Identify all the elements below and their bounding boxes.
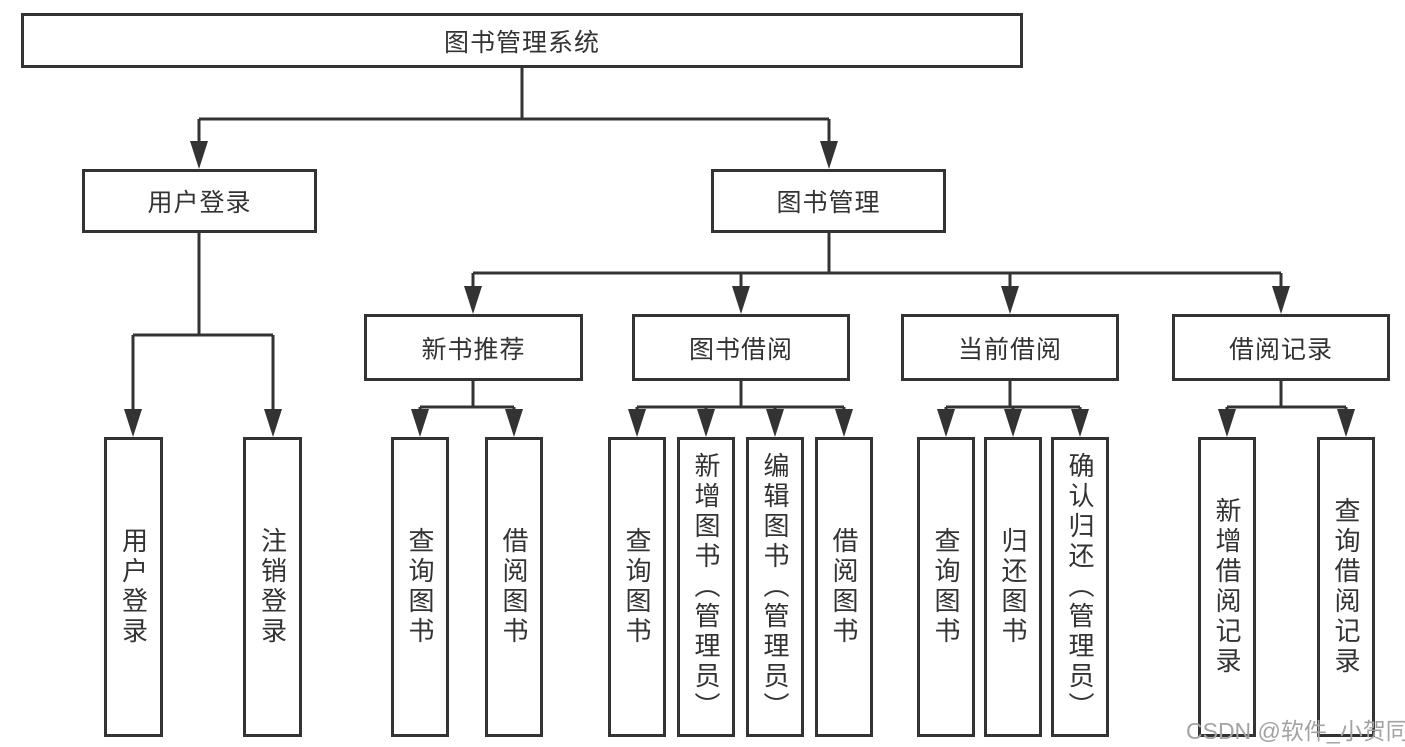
node-user-login-leaf: 用户登录 <box>104 437 163 737</box>
node-user-login: 用户登录 <box>82 169 317 233</box>
node-query-borrow-record: 查询借阅记录 <box>1317 437 1375 737</box>
node-borrow-records: 借阅记录 <box>1172 314 1390 381</box>
node-new-book-recommend: 新书推荐 <box>364 314 583 381</box>
node-query-books-recommend: 查询图书 <box>391 437 449 737</box>
node-book-borrow: 图书借阅 <box>632 314 850 381</box>
node-query-books-borrow: 查询图书 <box>608 437 666 737</box>
node-logout-leaf: 注销登录 <box>243 437 302 737</box>
node-edit-book-admin: 编辑图书（管理员） <box>746 437 804 737</box>
watermark-text: CSDN @软件_小贺同学 <box>1186 718 1405 744</box>
arrowheads <box>124 141 1355 437</box>
node-borrow-books-leaf: 借阅图书 <box>815 437 873 737</box>
node-current-borrow: 当前借阅 <box>901 314 1119 381</box>
node-add-book-admin: 新增图书（管理员） <box>677 437 735 737</box>
node-root: 图书管理系统 <box>21 13 1023 68</box>
node-book-management: 图书管理 <box>711 169 946 233</box>
node-confirm-return-admin: 确认归还（管理员） <box>1051 437 1109 737</box>
node-return-book: 归还图书 <box>984 437 1042 737</box>
node-add-borrow-record: 新增借阅记录 <box>1198 437 1256 737</box>
node-query-books-current: 查询图书 <box>917 437 975 737</box>
node-borrow-books-recommend: 借阅图书 <box>485 437 543 737</box>
